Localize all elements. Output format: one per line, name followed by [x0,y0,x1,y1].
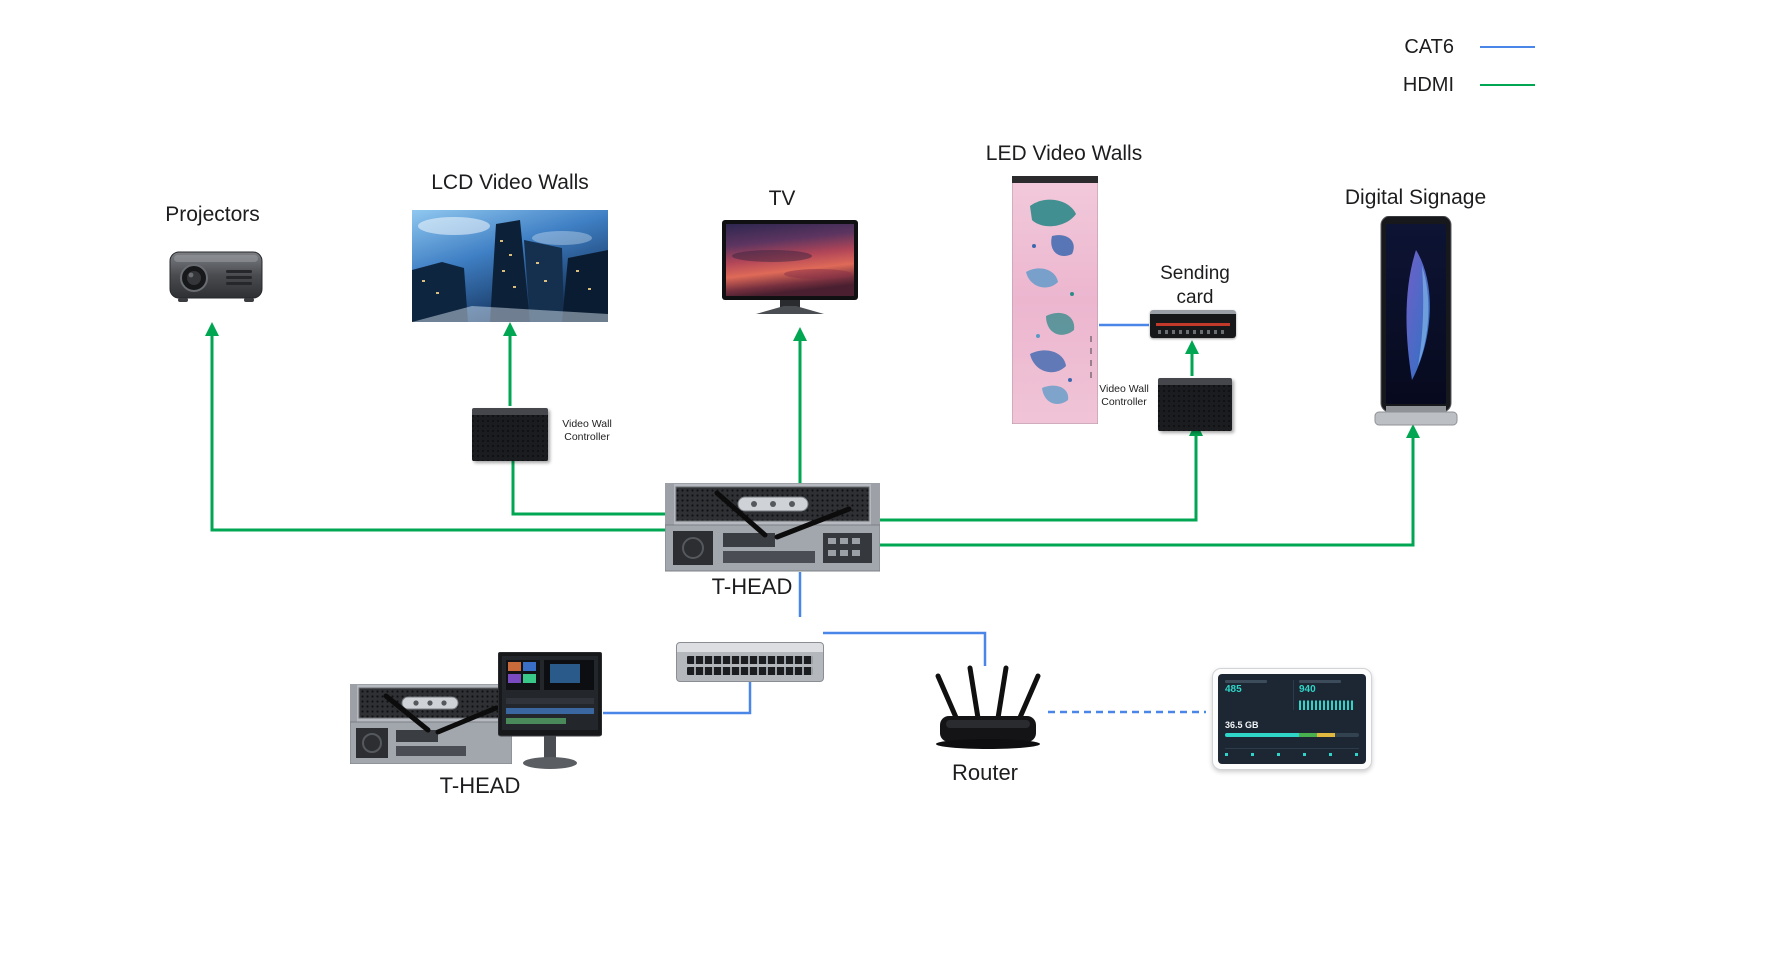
dashboard-stat-left: 485 [1225,680,1285,710]
dashboard-storage-row: 36.5 GB [1225,715,1359,737]
hdmi-wire-thead-vwc-lcd [511,452,668,516]
legend-label-hdmi: HDMI [1402,73,1454,96]
t-head-main-device [664,482,881,578]
lcd-video-walls-label: LCD Video Walls [431,171,589,194]
router-graphic [935,665,1041,749]
progress-segment [1298,733,1318,737]
hdmi-wire-thead-projector [210,335,683,532]
antenna-icon [383,693,431,733]
router-antennas [935,665,1041,725]
antenna-icon [774,506,852,540]
mini-bar-chart [1299,698,1355,710]
video-wall-controller-lcd-label: Video Wall Controller [562,418,612,444]
legend-item-hdmi: HDMI [1393,70,1535,100]
t-head-main-graphic [664,482,881,572]
t-head-main-label: T-HEAD [711,574,793,599]
router-label: Router [951,760,1019,785]
legend-label-cat6: CAT6 [1404,35,1454,58]
workstation-monitor-graphic [497,651,603,769]
antenna-icon [714,490,768,538]
dashboard-stats-row: 485 940 [1225,680,1359,710]
sending-card-ports [1158,330,1228,334]
storage-value: 36.5 GB [1225,720,1259,730]
projectors-label: Projectors [165,203,260,226]
sending-card-label: Sending card [1160,263,1230,308]
cat6-line-swatch [1480,46,1535,48]
video-wall-controller-led-device [1158,378,1232,431]
tv-device [722,220,858,321]
video-wall-controller-lcd-device [472,408,548,461]
stat-caption-bar [1299,680,1341,683]
storage-progress-bar [1225,733,1359,737]
hdmi-arrow-sendingcard [1185,340,1199,354]
dashboard-stat-right: 940 [1293,680,1359,710]
hdmi-arrow-lcd-wall [503,322,517,336]
tv-label: TV [768,187,796,210]
antenna-icon [435,705,499,735]
router-device [928,660,1048,757]
workstation-monitor-device [497,651,603,777]
progress-segment [1225,733,1299,737]
projector-graphic [169,251,263,302]
digital-signage-graphic [1374,215,1458,426]
switch-ports [687,656,813,675]
tablet-dashboard-screen: 485 940 36.5 GB [1218,674,1366,764]
legend-item-cat6: CAT6 [1393,32,1535,62]
lcd-video-wall-graphic [412,210,608,322]
switch-port-row [687,656,813,664]
stat-left-value: 485 [1225,684,1242,695]
progress-segment [1317,733,1335,737]
led-video-walls-label: LED Video Walls [985,142,1143,165]
hdmi-line-swatch [1480,84,1535,86]
stat-right-value: 940 [1299,684,1316,695]
sending-card-stripe [1156,323,1230,326]
lcd-video-wall-device [412,210,608,327]
hdmi-arrow-tv [793,327,807,341]
digital-signage-device [1374,215,1458,433]
hdmi-arrow-projector [205,322,219,336]
tv-graphic [722,220,858,314]
t-head-workstation-label: T-HEAD [439,773,521,798]
tablet-device: 485 940 36.5 GB [1212,668,1372,770]
digital-signage-label: Digital Signage [1344,186,1487,209]
led-video-wall-device [1011,175,1099,429]
network-switch-device [676,642,824,682]
led-video-wall-graphic [1011,175,1099,425]
video-wall-controller-led-label: Video Wall Controller [1099,383,1149,409]
dashboard-footer-row [1225,748,1359,758]
cat6-wire-switch-router [823,631,987,666]
projector-device [168,240,264,315]
legend: CAT6 HDMI [1393,32,1535,108]
hdmi-arrow-signage [1406,424,1420,438]
t-head-workstation-graphic [349,683,513,765]
hdmi-wire-thead-signage [878,437,1415,547]
stat-caption-bar [1225,680,1267,683]
t-head-workstation-device [349,683,513,769]
sending-card-device [1150,310,1236,338]
hdmi-wire-thead-vwc-led [878,435,1198,522]
switch-port-row [687,667,813,675]
